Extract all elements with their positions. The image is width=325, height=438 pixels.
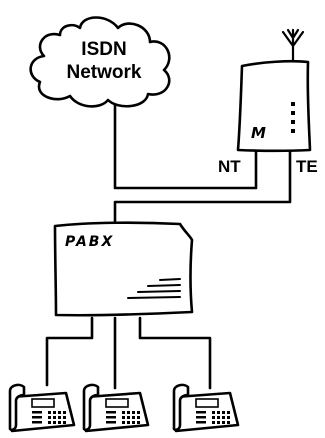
- phones-group: [8, 383, 240, 433]
- status-lights: [291, 102, 295, 133]
- nt-label: NT: [218, 157, 241, 176]
- wire-te-to-pabx: [113, 148, 292, 230]
- wire-pabx-to-phones: [45, 316, 212, 390]
- wires: [45, 90, 292, 390]
- pabx-device: PABX: [53, 221, 194, 317]
- cloud-label-line2: Network: [67, 62, 142, 83]
- cloud-label-line1: ISDN: [81, 39, 126, 60]
- cloud-shape: [29, 16, 171, 108]
- modem-label: M: [251, 124, 266, 142]
- wire-cloud-to-nt: [113, 90, 258, 190]
- pabx-label: PABX: [65, 234, 114, 250]
- telephone-icon: [82, 383, 150, 433]
- antenna-icon: [281, 28, 305, 62]
- modem-body: [236, 59, 312, 153]
- te-label: TE: [296, 157, 318, 176]
- isdn-network-cloud: ISDN Network: [29, 16, 171, 108]
- modem-device: M: [236, 28, 312, 153]
- pabx-vent: [127, 278, 181, 299]
- telephone-icon: [8, 383, 76, 433]
- telephone-icon: [172, 383, 240, 433]
